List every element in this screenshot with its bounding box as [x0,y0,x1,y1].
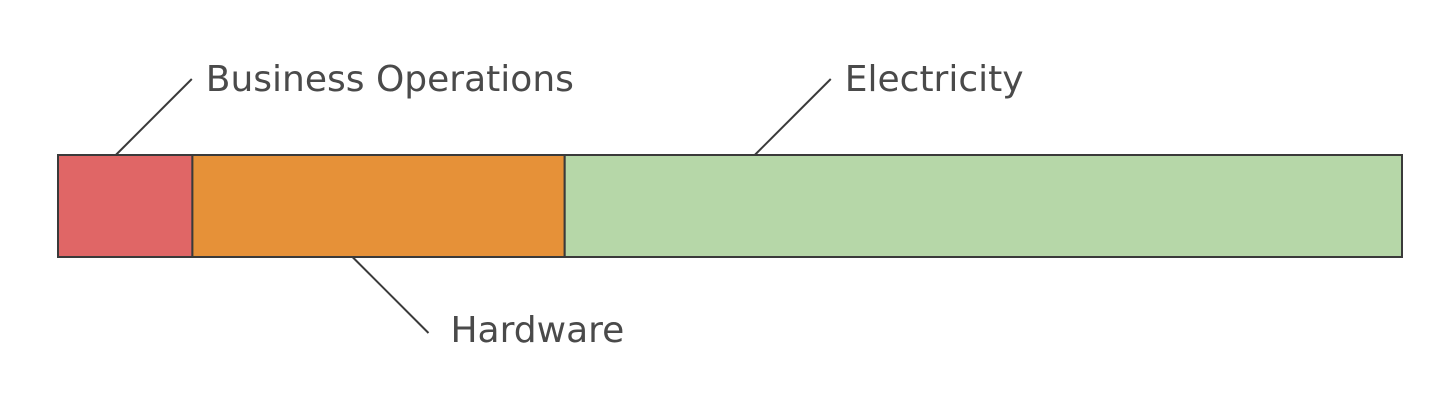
bar-segment-electricity [563,154,1403,258]
leader-line-electricity [754,78,832,156]
leader-line-business-operations [115,78,193,156]
label-electricity: Electricity [845,59,1024,100]
leader-lines-layer [115,78,832,334]
label-hardware: Hardware [450,310,624,351]
label-business-operations: Business Operations [206,59,574,100]
leader-line-hardware [351,256,430,334]
segments-layer [57,154,1403,258]
bar-segment-business-operations [57,154,194,258]
bar-segment-hardware [191,154,566,258]
